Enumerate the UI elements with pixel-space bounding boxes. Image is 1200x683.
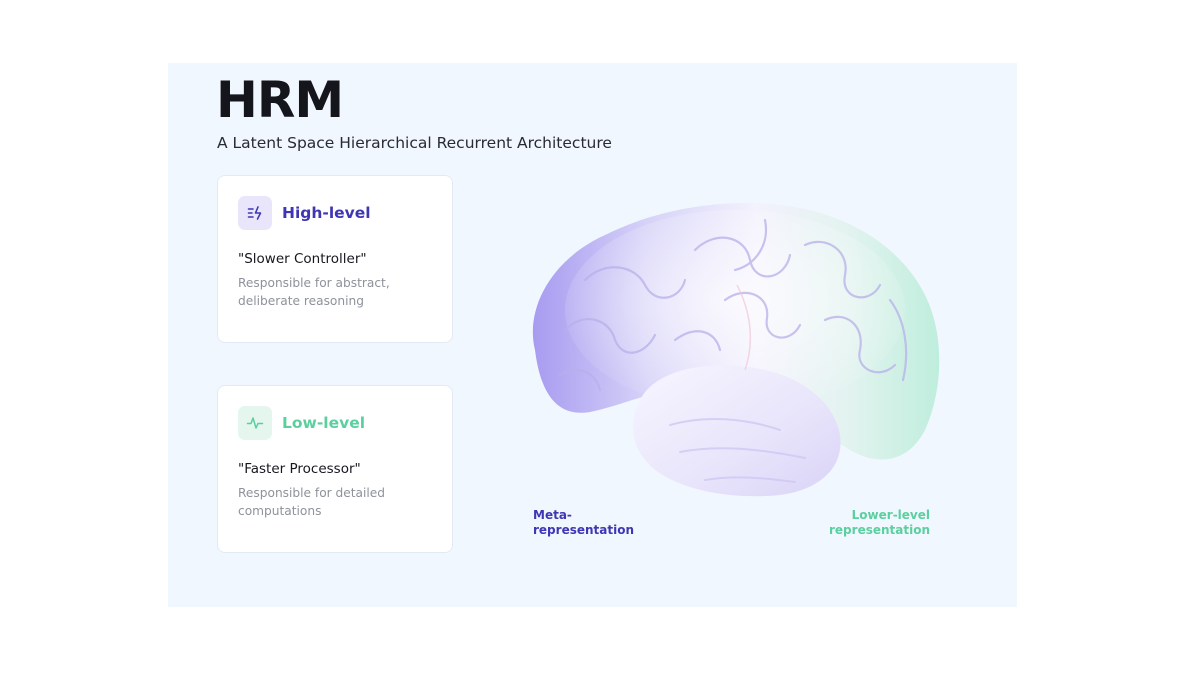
low-level-card: Low-level "Faster Processor" Responsible…	[217, 385, 453, 553]
high-level-heading: High-level	[282, 204, 371, 222]
meta-representation-text: Meta- representation	[533, 508, 634, 537]
meta-representation-label: Meta- representation	[533, 508, 673, 538]
high-level-quote: "Slower Controller"	[238, 251, 367, 267]
low-level-quote: "Faster Processor"	[238, 461, 361, 477]
high-level-description: Responsible for abstract, deliberate rea…	[238, 276, 390, 308]
lower-level-representation-text: Lower-level representation	[829, 508, 930, 537]
high-level-card: High-level "Slower Controller" Responsib…	[217, 175, 453, 343]
page-subtitle: A Latent Space Hierarchical Recurrent Ar…	[217, 134, 612, 152]
brain-temporal-lobe	[633, 365, 841, 497]
low-level-heading: Low-level	[282, 414, 366, 432]
pulse-icon	[238, 406, 272, 440]
lower-level-representation-label: Lower-level representation	[790, 508, 930, 538]
low-level-description: Responsible for detailed computations	[238, 486, 386, 518]
fast-forward-lines-icon	[238, 196, 272, 230]
page-title: HRM	[216, 71, 344, 129]
brain-illustration	[505, 190, 955, 510]
